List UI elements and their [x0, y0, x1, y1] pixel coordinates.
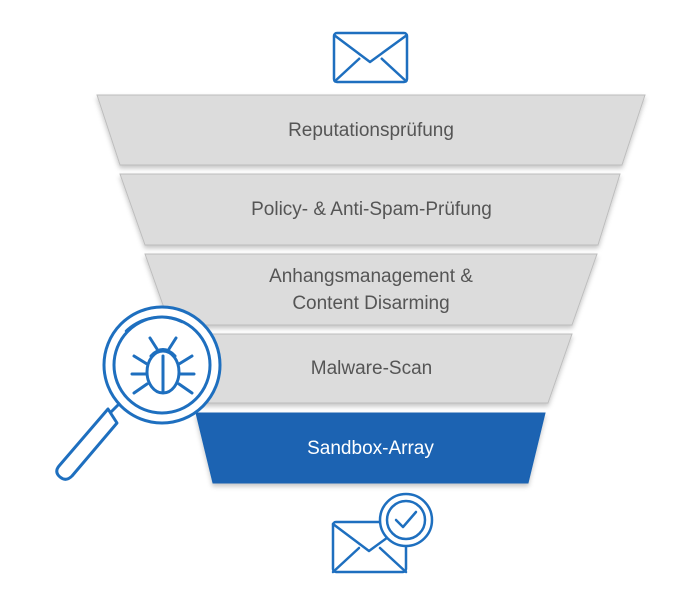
- band-policy-antispam: [119, 173, 621, 246]
- magnifier-bug-icon: [55, 305, 222, 481]
- band-attachment-label: Anhangsmanagement & Content Disarming: [269, 265, 473, 314]
- band-reputation: [96, 94, 646, 166]
- envelope-icon: [332, 31, 409, 84]
- envelope-check-icon: [331, 492, 434, 574]
- band-reputation-label: Reputationsprüfung: [288, 119, 454, 141]
- band-policy-antispam-label: Policy- & Anti-Spam-Prüfung: [251, 199, 492, 220]
- band-malware-scan-label: Malware-Scan: [310, 358, 433, 379]
- band-sandbox: [195, 412, 546, 484]
- band-sandbox-label: Sandbox-Array: [307, 437, 434, 459]
- band-attachment: [144, 253, 598, 326]
- funnel-bands: [96, 94, 646, 484]
